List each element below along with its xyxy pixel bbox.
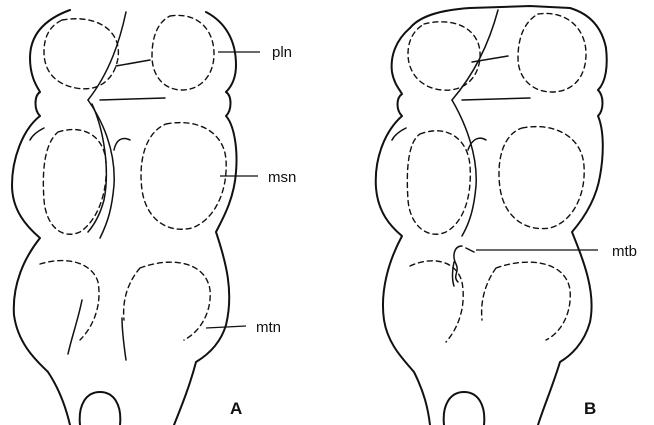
panel-b-nerve-3	[392, 128, 406, 140]
panel-b-mtn-neuropil-right	[482, 262, 571, 340]
panel-b-nerve-hook	[468, 138, 486, 150]
panel-b-pln-neuropil-left	[408, 22, 480, 90]
panel-a-msn-neuropil-right	[141, 123, 226, 230]
label-mtn: mtn	[256, 319, 281, 336]
panel-b-connective	[452, 10, 498, 100]
panel-b-pln-neuropil-right	[518, 13, 586, 92]
panel-a-mtn-neuropil-right	[124, 262, 211, 340]
panel-a-bottom-lobe	[80, 392, 121, 425]
panel-a-nerve-1	[116, 60, 150, 66]
panel-a-connective	[88, 12, 126, 100]
panel-b-bottom-lobe	[444, 392, 485, 425]
panel-b-mtb-bundle	[454, 246, 474, 282]
panel-b-mtb-stem	[453, 262, 455, 286]
panel-b-connective-lower	[452, 100, 476, 236]
panel-a-left-outline	[12, 10, 70, 425]
panel-b-label: B	[584, 399, 596, 418]
panel-a-pln-neuropil-left	[44, 19, 118, 89]
panel-b-right-outline	[538, 48, 607, 425]
panel-a-mtn-neuropil-left	[40, 261, 99, 340]
panel-a-label: A	[230, 399, 242, 418]
panel-a-connective-lower	[88, 100, 114, 238]
panel-a-pln-neuropil-right	[152, 15, 214, 90]
panel-b-left-outline	[376, 28, 430, 425]
panel-b-drawing	[376, 6, 607, 425]
panel-b-msn-neuropil-left	[407, 131, 470, 234]
label-pln: pln	[272, 44, 292, 61]
panel-a-drawing	[12, 10, 260, 425]
panel-b-mtn-neuropil-left	[410, 261, 463, 342]
label-msn: msn	[268, 169, 296, 186]
panel-b-nerve-1	[472, 56, 508, 62]
label-mtb: mtb	[612, 243, 637, 260]
panel-b-msn-neuropil-right	[499, 127, 584, 229]
panel-a-nerve-3	[30, 128, 44, 140]
panel-a-lower-strand-right	[122, 318, 126, 360]
panel-a-right-outline	[174, 12, 237, 425]
panel-b-top-outline	[410, 6, 606, 48]
panel-a-lower-strand-left	[68, 300, 82, 354]
panel-b-nerve-2	[462, 98, 530, 100]
panel-a-nerve-hook	[114, 138, 130, 150]
panel-a-nerve-2	[100, 98, 165, 100]
